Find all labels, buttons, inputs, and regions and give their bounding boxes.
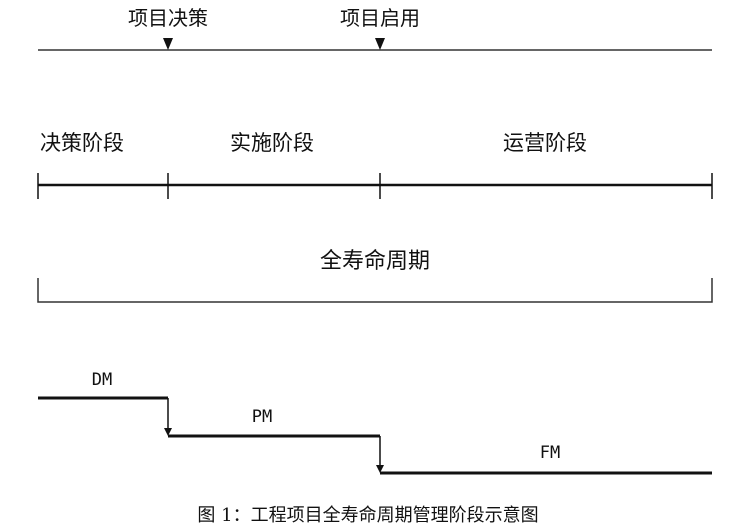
- milestone-decision-label: 项目决策: [128, 6, 208, 30]
- dm-pm-arrow: [164, 428, 172, 436]
- phase-implementation-label: 实施阶段: [230, 131, 314, 155]
- phase-decision-label: 决策阶段: [40, 131, 124, 155]
- pm-label: PM: [252, 407, 272, 427]
- lifecycle-label: 全寿命周期: [320, 249, 430, 274]
- fm-label: FM: [540, 443, 560, 463]
- management-steps: DM PM FM: [38, 370, 712, 475]
- dm-label: DM: [92, 370, 112, 390]
- pm-fm-arrow: [376, 465, 384, 473]
- milestone-startup-label: 项目启用: [340, 6, 420, 30]
- lifecycle-bracket-line: [37, 278, 713, 303]
- milestone-decision-marker: [163, 38, 173, 50]
- phase-timeline: 决策阶段 实施阶段 运营阶段: [37, 131, 713, 199]
- milestone-timeline: 项目决策 项目启用: [38, 6, 712, 51]
- phase-operation-label: 运营阶段: [503, 131, 587, 155]
- milestone-startup-marker: [375, 38, 385, 50]
- lifecycle-bracket: 全寿命周期: [37, 249, 713, 303]
- figure-caption: 图 1：工程项目全寿命周期管理阶段示意图: [197, 505, 538, 526]
